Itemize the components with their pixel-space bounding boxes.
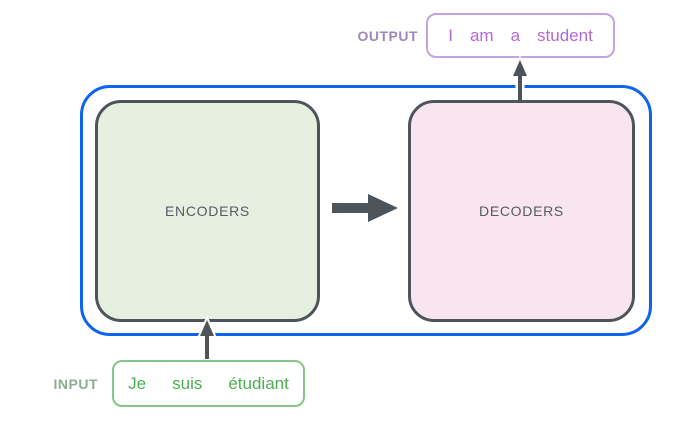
encoders-label: ENCODERS bbox=[165, 203, 250, 219]
output-word: am bbox=[469, 25, 494, 45]
input-sentence-box: Je suis étudiant bbox=[112, 360, 305, 407]
output-sentence-box: I am a student bbox=[426, 13, 615, 58]
decoders-label: DECODERS bbox=[479, 203, 564, 219]
input-word: suis bbox=[172, 373, 203, 393]
decoders-block: DECODERS bbox=[408, 100, 635, 322]
output-word: student bbox=[537, 25, 593, 45]
encoders-block: ENCODERS bbox=[95, 100, 320, 322]
input-word: étudiant bbox=[228, 373, 289, 393]
output-word: I bbox=[448, 25, 453, 45]
output-word: a bbox=[510, 25, 521, 45]
input-word: Je bbox=[128, 373, 147, 393]
output-label: OUTPUT bbox=[357, 27, 418, 44]
input-label: INPUT bbox=[53, 375, 98, 392]
